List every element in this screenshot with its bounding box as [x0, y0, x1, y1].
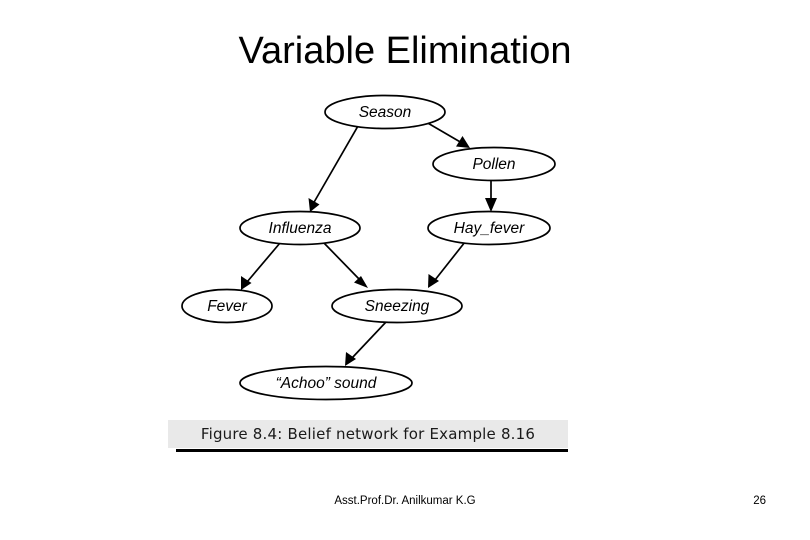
edge-line [434, 241, 466, 281]
arrowhead-icon [345, 352, 356, 366]
arrowhead-icon [241, 276, 252, 290]
node-season[interactable]: Season [324, 94, 446, 130]
node-hay-fever[interactable]: Hay_fever [427, 210, 551, 246]
edge-line [351, 321, 387, 359]
edge-sneezing-achoo [345, 321, 387, 366]
arrowhead-icon [354, 276, 368, 288]
edge-influenza-fever [241, 242, 281, 290]
node-shape [239, 365, 413, 401]
node-achoo-sound[interactable]: “Achoo” sound [239, 365, 413, 401]
edge-pollen-hayfever [485, 181, 497, 212]
edge-season-influenza [308, 125, 359, 212]
belief-network-figure: Season Pollen Influenza Hay_fever Fever [160, 88, 580, 408]
node-fever[interactable]: Fever [181, 288, 273, 324]
edge-line [246, 242, 281, 283]
node-shape [427, 210, 551, 246]
node-sneezing[interactable]: Sneezing [331, 288, 463, 324]
footer-author: Asst.Prof.Dr. Anilkumar K.G [334, 495, 476, 507]
figure-caption-band: Figure 8.4: Belief network for Example 8… [168, 420, 568, 448]
arrowhead-icon [485, 198, 497, 212]
edge-influenza-sneezing [322, 241, 368, 288]
figure-caption-rule [176, 449, 568, 452]
node-shape [432, 146, 556, 182]
node-shape [181, 288, 273, 324]
graph-nodes: Season Pollen Influenza Hay_fever Fever [181, 94, 556, 401]
arrowhead-icon [308, 198, 320, 212]
node-label: Influenza [269, 220, 332, 237]
figure-caption: Figure 8.4: Belief network for Example 8… [200, 425, 536, 443]
edge-line [322, 241, 361, 281]
node-label: Season [359, 104, 412, 121]
edge-hayfever-sneezing [428, 241, 466, 288]
node-influenza[interactable]: Influenza [239, 210, 361, 246]
node-label: Hay_fever [454, 220, 525, 237]
node-shape [239, 210, 361, 246]
edge-season-pollen [425, 121, 470, 148]
node-label: “Achoo” sound [276, 375, 378, 392]
node-label: Pollen [472, 156, 515, 173]
edge-line [425, 121, 463, 144]
belief-network-graph: Season Pollen Influenza Hay_fever Fever [181, 94, 556, 401]
node-label: Sneezing [365, 298, 430, 315]
arrowhead-icon [428, 274, 439, 288]
arrowhead-icon [456, 136, 470, 148]
edge-line [312, 125, 359, 205]
page-title: Variable Elimination [238, 30, 572, 72]
node-shape [324, 94, 446, 130]
node-pollen[interactable]: Pollen [432, 146, 556, 182]
node-shape [331, 288, 463, 324]
node-label: Fever [207, 298, 247, 315]
footer-page-number: 26 [753, 495, 766, 507]
graph-edges [241, 121, 497, 366]
